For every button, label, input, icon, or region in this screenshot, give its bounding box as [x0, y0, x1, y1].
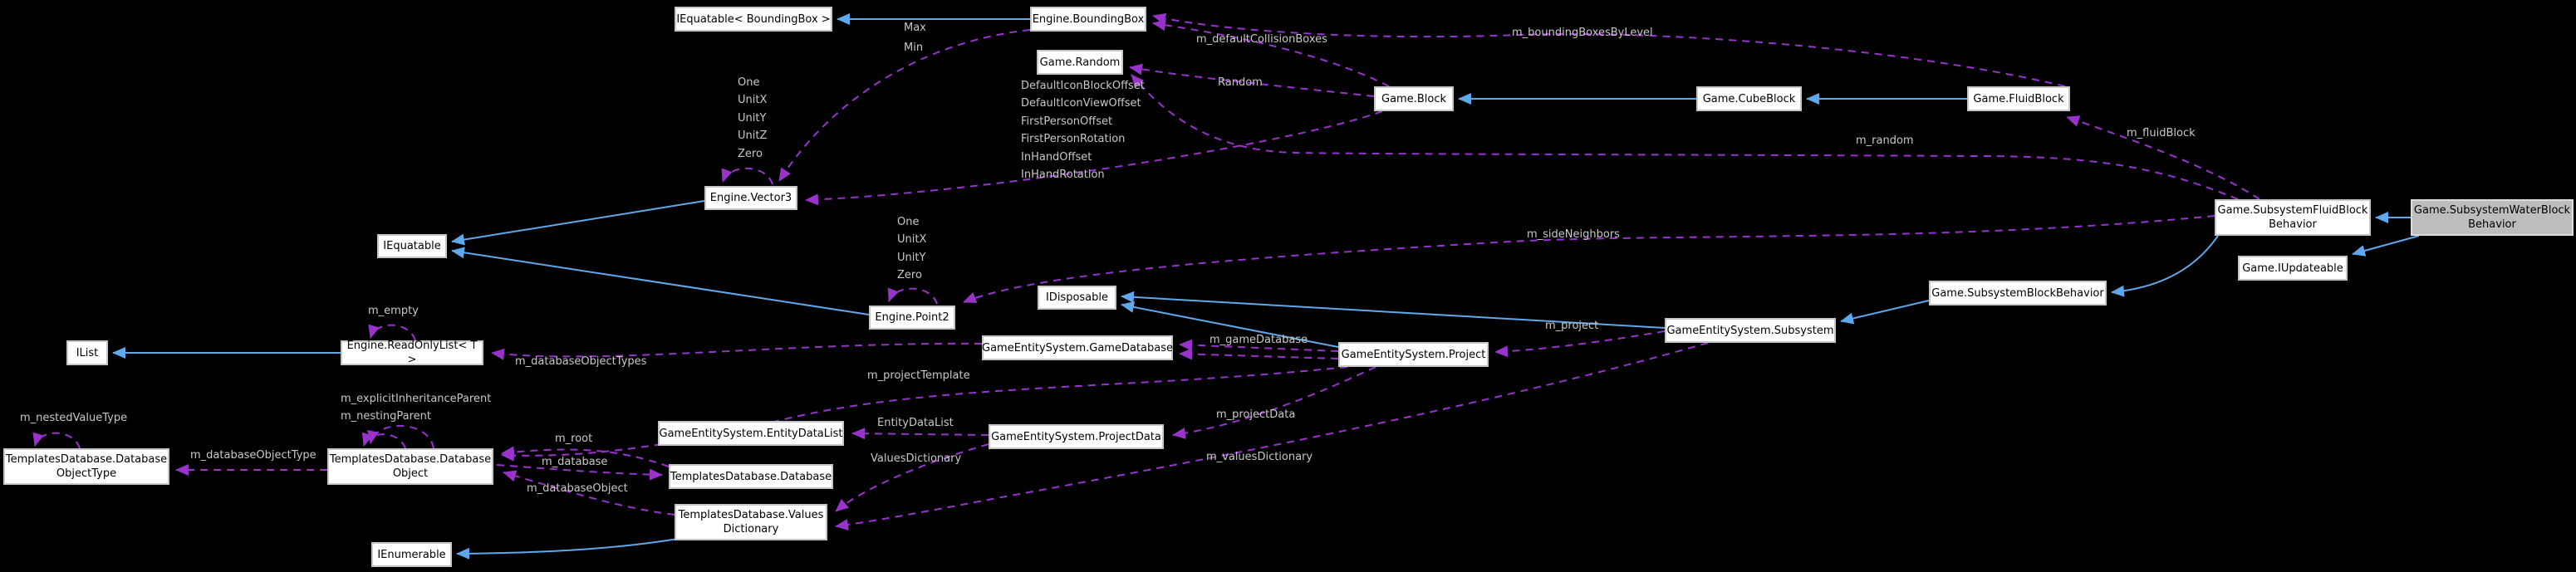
node-game-iupdateable[interactable]: Game.IUpdateable	[2238, 256, 2348, 281]
edge-vector3-iequatable	[451, 200, 705, 246]
edge-databaseobjecttype-selfloop	[32, 432, 81, 449]
edge-subsystem-idisposable	[1121, 291, 1666, 329]
edge-label-vector3-unitx: UnitX	[738, 94, 768, 106]
edge-label-mvaluesdictionary: m_valuesDictionary	[1206, 451, 1313, 463]
edge-label-defaultcollisionboxes: m_defaultCollisionBoxes	[1196, 33, 1327, 46]
edge-label-mproject: m_project	[1545, 320, 1599, 332]
edge-block-boundingbox-collisionboxes	[1152, 19, 1390, 87]
edge-label-point2-zero: Zero	[897, 269, 922, 281]
node-templatesdatabase-valuesdictionary[interactable]: TemplatesDatabase.Values Dictionary	[675, 504, 827, 540]
edge-label-point2-unity: UnitY	[897, 252, 926, 264]
node-gameentitysystem-entitydatalist[interactable]: GameEntitySystem.EntityDataList	[658, 421, 844, 446]
edge-label-mrandom: m_random	[1856, 134, 1914, 147]
edge-label-valuesdictionary: ValuesDictionary	[871, 452, 962, 465]
edge-label-firstpersonrotation: FirstPersonRotation	[1021, 133, 1126, 145]
edge-projectdata-entitydatalist	[851, 428, 989, 440]
edge-label-mempty: m_empty	[368, 305, 419, 317]
node-game-subsystemfluidblockbehavior[interactable]: Game.SubsystemFluidBlock Behavior	[2215, 199, 2371, 236]
node-ienumerable[interactable]: IEnumerable	[371, 542, 452, 567]
edge-boundingbox-vector3-maxmin	[778, 29, 1031, 182]
edge-readonlylist-selfloop	[368, 324, 416, 341]
edge-databaseobject-database	[496, 464, 663, 481]
edge-label-vector3-zero: Zero	[738, 148, 763, 160]
edge-gamedatabase-readonlylist	[491, 342, 983, 360]
edge-label-point2-one: One	[897, 216, 920, 228]
node-engine-vector3[interactable]: Engine.Vector3	[704, 186, 797, 210]
edge-label-entitydatalist: EntityDataList	[877, 417, 954, 429]
node-engine-point2[interactable]: Engine.Point2	[869, 306, 955, 330]
edge-label-inhandoffset: InHandOffset	[1021, 151, 1092, 164]
edge-fluidblock-boundingbox-bblevel	[1152, 12, 2066, 87]
edge-label-defaulticonviewoffset: DefaultIconViewOffset	[1021, 97, 1141, 110]
edge-label-inhandrotation: InHandRotation	[1021, 169, 1105, 181]
node-game-fluidblock[interactable]: Game.FluidBlock	[1967, 86, 2070, 111]
edge-databaseobject-selfloop-b	[367, 425, 434, 449]
node-ilist[interactable]: IList	[66, 340, 108, 365]
edge-label-vector3-unitz: UnitZ	[738, 130, 768, 142]
edge-label-mroot: m_root	[555, 433, 593, 445]
edge-fluidbb-random	[1131, 74, 2239, 200]
edge-label-mdatabaseobject: m_databaseObject	[527, 482, 628, 495]
edge-subsystemblockbehavior-subsystem	[1840, 300, 1930, 325]
edge-point2-iequatable	[451, 247, 870, 315]
edge-label-defaulticonblockoffset: DefaultIconBlockOffset	[1021, 80, 1145, 92]
edge-label-mprojectdata: m_projectData	[1216, 408, 1296, 421]
edge-label-mprojecttemplate: m_projectTemplate	[867, 369, 970, 382]
edge-waterbb-iupdateable	[2352, 235, 2420, 257]
edge-label-vector3-unity: UnitY	[738, 112, 767, 125]
edge-vector3-selfloop	[721, 167, 773, 185]
node-game-subsystemblockbehavior[interactable]: Game.SubsystemBlockBehavior	[1929, 281, 2107, 306]
edge-label-vector3-one: One	[738, 76, 760, 89]
edge-block-vector3-offsets	[805, 110, 1383, 206]
node-game-cubeblock[interactable]: Game.CubeBlock	[1696, 86, 1802, 111]
node-templatesdatabase-database[interactable]: TemplatesDatabase.Database	[669, 464, 833, 489]
edge-project-idisposable	[1121, 301, 1339, 348]
edge-label-mnestedvaluetype: m_nestedValueType	[20, 412, 128, 424]
edge-project-databaseobject-template	[501, 366, 1348, 462]
node-idisposable[interactable]: IDisposable	[1038, 286, 1116, 310]
edge-label-mfluidblock: m_fluidBlock	[2127, 127, 2196, 139]
edge-label-mnestingparent: m_nestingParent	[341, 410, 431, 423]
edge-databaseobject-selfloop-a	[361, 432, 406, 449]
node-gameentitysystem-gamedatabase[interactable]: GameEntitySystem.GameDatabase	[982, 335, 1173, 360]
node-iequatable-boundingbox[interactable]: IEquatable< BoundingBox >	[675, 7, 832, 32]
node-templatesdatabase-databaseobjecttype[interactable]: TemplatesDatabase.Database ObjectType	[3, 448, 169, 485]
edge-label-firstpersonoffset: FirstPersonOffset	[1021, 115, 1113, 128]
node-gameentitysystem-subsystem[interactable]: GameEntitySystem.Subsystem	[1665, 318, 1836, 343]
edge-label-mdatabaseobjecttypes: m_databaseObjectTypes	[515, 355, 647, 368]
edge-valuesdictionary-databaseobject	[503, 470, 675, 516]
edge-subsystem-valuesdictionary	[835, 342, 1709, 530]
node-game-random[interactable]: Game.Random	[1037, 50, 1123, 75]
edge-block-random	[1129, 63, 1375, 97]
edge-fluidbb-subsystemblockbehavior	[2111, 235, 2219, 297]
node-game-subsystemwaterblockbehavior: Game.SubsystemWaterBlock Behavior	[2411, 199, 2574, 236]
node-engine-boundingbox[interactable]: Engine.BoundingBox	[1030, 7, 1146, 32]
edge-label-min: Min	[904, 42, 924, 54]
node-gameentitysystem-projectdata[interactable]: GameEntitySystem.ProjectData	[989, 424, 1164, 449]
node-templatesdatabase-databaseobject[interactable]: TemplatesDatabase.Database Object	[327, 448, 493, 485]
edge-label-random: Random	[1218, 76, 1263, 89]
edge-label-boundingboxesbylevel: m_boundingBoxesByLevel	[1512, 27, 1653, 39]
edge-project-projectdata	[1172, 366, 1376, 439]
edge-project-gamedatabase-b	[1179, 348, 1339, 360]
edge-subsystem-project	[1494, 330, 1666, 358]
edge-label-mgamedatabase: m_gameDatabase	[1209, 334, 1308, 346]
edge-label-mdatabaseobjecttype: m_databaseObjectType	[190, 449, 316, 462]
node-gameentitysystem-project[interactable]: GameEntitySystem.Project	[1338, 342, 1489, 367]
edge-label-mdatabase: m_database	[542, 456, 608, 468]
node-engine-readonlylist[interactable]: Engine.ReadOnlyList< T >	[341, 340, 483, 366]
edge-point2-selfloop	[887, 287, 938, 305]
edge-valuesdictionary-ienumerable	[456, 538, 679, 560]
node-game-block[interactable]: Game.Block	[1374, 86, 1454, 111]
edge-database-databaseobject-root	[501, 446, 670, 467]
edge-label-max: Max	[904, 22, 926, 34]
node-iequatable[interactable]: IEquatable	[377, 234, 447, 258]
edge-projectdata-valuesdictionary	[835, 443, 989, 512]
edge-label-mexplicitinheritanceparent: m_explicitInheritanceParent	[341, 393, 492, 405]
edge-label-msideneighbors: m_sideNeighbors	[1527, 228, 1620, 241]
edge-label-point2-unitx: UnitX	[897, 233, 927, 246]
